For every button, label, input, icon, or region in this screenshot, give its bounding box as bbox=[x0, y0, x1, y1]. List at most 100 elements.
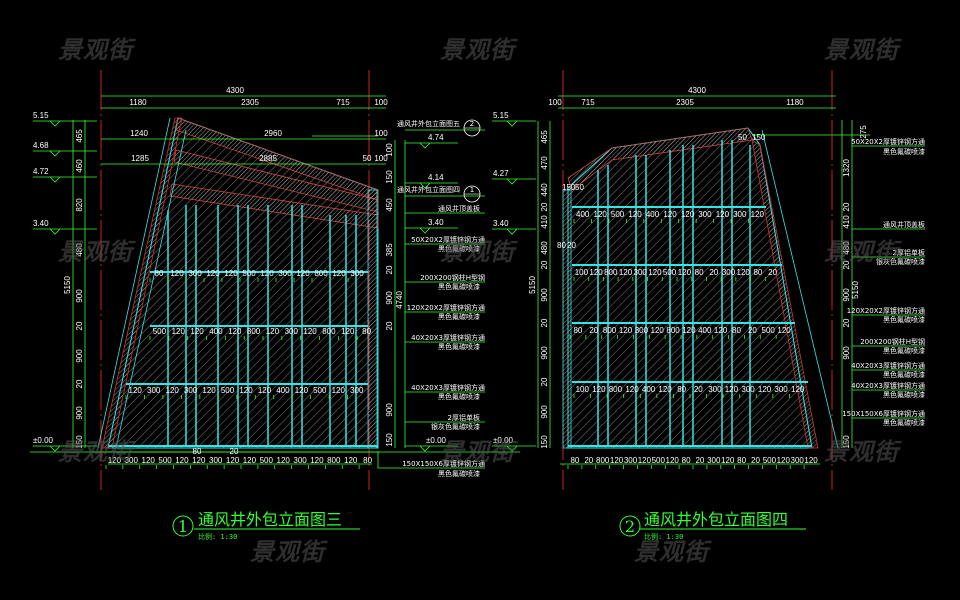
dimension-lines bbox=[537, 95, 870, 465]
dim-value: 120 bbox=[628, 210, 642, 219]
callout-label: 通风井外包立面图四 bbox=[397, 185, 460, 194]
dim-value: 120 bbox=[202, 386, 216, 395]
dim-value: 500 bbox=[313, 386, 327, 395]
dim-value: 400 bbox=[646, 210, 660, 219]
drawing-number: 2 bbox=[625, 517, 635, 536]
misc-dim: 20 bbox=[567, 241, 576, 250]
misc-dim: 80 bbox=[557, 241, 566, 250]
left-vertical-dims: 465 460 820 480 900 20 900 20 900 150 51… bbox=[63, 129, 84, 449]
vdim: 385 bbox=[385, 243, 394, 257]
callout-label: 200X200钢柱H型钢 bbox=[860, 337, 925, 346]
roof-band bbox=[169, 183, 379, 229]
dim-value: 300 bbox=[708, 385, 722, 394]
dim-value: 120 bbox=[243, 456, 257, 465]
vdim: 900 bbox=[842, 346, 851, 360]
dim-top-row3: 1240 bbox=[130, 129, 148, 138]
vdim: 150 bbox=[385, 433, 394, 447]
drawing-number-circle bbox=[619, 515, 641, 537]
facade-body bbox=[567, 127, 813, 449]
watermark: 景观街 bbox=[824, 36, 899, 64]
vdim: 480 bbox=[75, 243, 84, 257]
dim-overall: 4300 bbox=[226, 86, 244, 95]
dim-value: 20 bbox=[695, 456, 704, 465]
dim-value: 80 bbox=[753, 268, 762, 277]
callout-sub: 黑色氟碳喷漆 bbox=[438, 342, 480, 351]
vdim: 480 bbox=[842, 241, 851, 255]
dim-value: 20 bbox=[584, 456, 593, 465]
vdim-total: 5150 bbox=[63, 276, 72, 294]
dim-value: 120 bbox=[721, 456, 735, 465]
dim-value: 120 bbox=[295, 386, 309, 395]
callout-label: 120X20X2厚镀锌钢方通 bbox=[847, 306, 925, 315]
callout-sub: 黑色氟碳喷漆 bbox=[883, 418, 925, 427]
mullions bbox=[167, 205, 357, 446]
dim-top-row2: 715 bbox=[336, 98, 350, 107]
dim-value: 300 bbox=[741, 385, 755, 394]
dim-value: 20 bbox=[768, 268, 777, 277]
drawing-number: 1 bbox=[178, 517, 188, 536]
dim-value: 500 bbox=[221, 386, 235, 395]
callout-sub: 黑色氟碳喷漆 bbox=[883, 370, 925, 379]
dim-value: 120 bbox=[172, 327, 186, 336]
elevation-label: ±0.00 bbox=[426, 436, 447, 445]
drawing-number-circle bbox=[172, 515, 194, 537]
elevation-label: 3.40 bbox=[493, 219, 509, 228]
dim-value: 120 bbox=[344, 456, 358, 465]
watermark: 景观街 bbox=[440, 438, 515, 466]
dim-value: 300 bbox=[184, 386, 198, 395]
callout-sub: 银灰色氟碳喷漆 bbox=[431, 422, 480, 431]
dim-value: 120 bbox=[166, 386, 180, 395]
dim-top-row3: 2960 bbox=[264, 129, 282, 138]
elevation-label: ±0.00 bbox=[493, 436, 514, 445]
dim-value: 120 bbox=[658, 385, 672, 394]
dim-value: 300 bbox=[634, 268, 648, 277]
dim-value: 300 bbox=[635, 326, 649, 335]
dim-value: 120 bbox=[206, 269, 220, 278]
vdim: 20 bbox=[540, 318, 549, 327]
dim-value: 80 bbox=[155, 269, 164, 278]
vdim: 900 bbox=[540, 346, 549, 360]
mullions bbox=[597, 140, 751, 446]
vdim: 20 bbox=[842, 202, 851, 211]
callouts-2: 50X20X2厚镀锌钢方通 黑色氟碳喷漆 通风井顶盖板 2厚铝单板 银灰色氟碳喷… bbox=[842, 137, 925, 427]
dim-value: 120 bbox=[737, 268, 751, 277]
dim-value: 120 bbox=[296, 269, 310, 278]
dim-top-row4: 100 bbox=[374, 154, 388, 163]
dim-value: 80 bbox=[677, 385, 686, 394]
vdim: 20 bbox=[385, 265, 394, 274]
dim-value: 300 bbox=[188, 269, 202, 278]
dim-value: 120 bbox=[678, 268, 692, 277]
callout-leaders bbox=[377, 129, 485, 469]
callout-sub: 银灰色氟碳喷漆 bbox=[876, 257, 925, 266]
dim-top-row3: 100 bbox=[374, 129, 388, 138]
vdim: 150 bbox=[540, 435, 549, 449]
callout-sub: 黑色氟碳喷漆 bbox=[883, 346, 925, 355]
dim-value: 80 bbox=[737, 456, 746, 465]
dim-value: 800 bbox=[666, 326, 680, 335]
dim-value: 120 bbox=[170, 269, 184, 278]
dim-value: 120 bbox=[310, 456, 324, 465]
dim-value: 120 bbox=[777, 326, 791, 335]
dim-value: 80 bbox=[573, 326, 582, 335]
vdim: 410 bbox=[842, 215, 851, 229]
dim-value: 80 bbox=[570, 456, 579, 465]
misc-dim: 150 bbox=[562, 183, 576, 192]
vdim-total: 5150 bbox=[528, 276, 537, 294]
vdim: 900 bbox=[75, 406, 84, 420]
dim-value: 100 bbox=[576, 385, 590, 394]
elevation-label: 4.72 bbox=[33, 167, 49, 176]
dim-value: 120 bbox=[714, 326, 728, 335]
dim-value: 120 bbox=[589, 268, 603, 277]
dim-value: 120 bbox=[804, 456, 818, 465]
callout-sub: 黑色氟碳喷漆 bbox=[438, 469, 480, 478]
vdim-total: 4740 bbox=[395, 291, 404, 309]
callout-sub: 黑色氟碳喷漆 bbox=[883, 147, 925, 156]
vdim: 20 bbox=[540, 260, 549, 269]
elevation-label: 3.40 bbox=[428, 218, 444, 227]
dim-value: 120 bbox=[651, 326, 665, 335]
elevation-marks-left bbox=[492, 120, 536, 452]
vdim: 20 bbox=[842, 260, 851, 269]
callout-label: 通风井外包立面图五 bbox=[397, 119, 460, 128]
dim-value: 400 bbox=[576, 210, 590, 219]
